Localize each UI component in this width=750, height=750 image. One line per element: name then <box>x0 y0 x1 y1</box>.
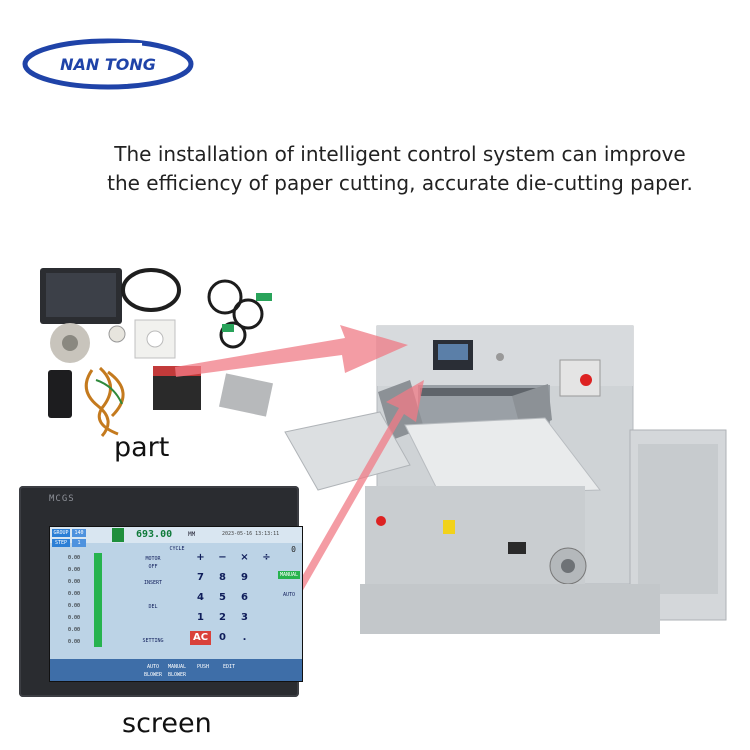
parts-group <box>40 268 274 437</box>
key-8[interactable]: 8 <box>219 572 226 583</box>
step-value: 1 <box>72 539 86 547</box>
row-value: 0.00 <box>68 615 81 621</box>
row-value: 0.00 <box>68 555 81 561</box>
row-value: 0.00 <box>68 603 81 609</box>
key-6[interactable]: 6 <box>241 592 248 603</box>
side-table-left <box>284 411 411 491</box>
key-4[interactable]: 4 <box>197 592 204 603</box>
arrow-screen <box>292 380 424 599</box>
key-1[interactable]: 1 <box>197 612 204 623</box>
datetime-readout: 2023-05-16 13:13:11 <box>222 531 280 537</box>
hmi-bottom-bar <box>50 659 302 681</box>
auto-button[interactable]: AUTO <box>282 592 296 598</box>
key-plus[interactable]: + <box>196 552 205 563</box>
edit-button[interactable]: EDIT <box>222 664 236 670</box>
key-3[interactable]: 3 <box>241 612 248 623</box>
key-2[interactable]: 2 <box>219 612 226 623</box>
auto-blower-button[interactable]: AUTO BLOWER <box>143 664 163 678</box>
pointer-arrows <box>175 325 424 599</box>
work-table <box>404 417 601 496</box>
manual-button[interactable]: MANUAL <box>278 571 300 579</box>
insert-button[interactable]: INSERT <box>143 580 163 586</box>
key-minus[interactable]: − <box>218 552 227 563</box>
screen-label: screen <box>122 708 212 739</box>
push-button[interactable]: PUSH <box>196 664 210 670</box>
key-0[interactable]: 0 <box>219 632 226 643</box>
delete-button[interactable]: DEL <box>148 604 158 610</box>
key-9[interactable]: 9 <box>241 572 248 583</box>
manual-blower-button[interactable]: MANUAL BLOWER <box>167 664 187 678</box>
row-value: 0.00 <box>68 567 81 573</box>
controller-box <box>48 370 72 418</box>
hmi-screen-device: MCGS GROUP 140 STEP 1 693.00 MM 2023-05-… <box>19 486 303 697</box>
sensor-cable-2 <box>219 321 247 349</box>
cycle-button[interactable]: CYCLE <box>169 546 185 552</box>
group-label: GROUP <box>52 529 70 537</box>
row-value: 0.00 <box>68 579 81 585</box>
direction-icon <box>112 528 124 542</box>
hmi-display[interactable]: GROUP 140 STEP 1 693.00 MM 2023-05-16 13… <box>49 526 303 682</box>
arrow-part <box>175 325 408 377</box>
row-value: 0.00 <box>68 639 81 645</box>
group-value: 140 <box>72 529 86 537</box>
sensor-cable-1 <box>207 279 243 315</box>
caption-line-2: the efficiency of paper cutting, accurat… <box>107 171 693 195</box>
key-multiply[interactable]: × <box>240 552 249 563</box>
key-dot[interactable]: . <box>242 632 247 643</box>
part-label: part <box>114 432 170 463</box>
caption-line-1: The installation of intelligent control … <box>114 142 686 166</box>
paper-cutting-machine <box>284 325 727 634</box>
row-value: 0.00 <box>68 627 81 633</box>
bearing <box>108 325 126 343</box>
cutting-blade-bar <box>420 388 548 396</box>
drive-belt <box>121 268 181 312</box>
caption: The installation of intelligent control … <box>60 140 740 198</box>
key-divide[interactable]: ÷ <box>262 552 271 563</box>
key-5[interactable]: 5 <box>219 592 226 603</box>
key-clear[interactable]: AC <box>190 631 211 645</box>
unit-label: MM <box>188 531 196 538</box>
logo-text: NAN TONG <box>60 55 156 74</box>
hmi-brand-text: MCGS <box>49 494 75 504</box>
zero-indicator: 0 <box>291 545 296 554</box>
row-marker-column <box>94 553 102 647</box>
motor-off-button[interactable]: MOTOR OFF <box>145 556 161 570</box>
wiring-harness <box>84 366 125 437</box>
key-7[interactable]: 7 <box>197 572 204 583</box>
step-label: STEP <box>52 539 70 547</box>
row-value: 0.00 <box>68 591 81 597</box>
setting-button[interactable]: SETTING <box>142 638 164 644</box>
power-supply-silver <box>218 373 274 417</box>
nan-tong-logo: NAN TONG <box>22 38 194 90</box>
position-readout: 693.00 <box>136 529 173 540</box>
